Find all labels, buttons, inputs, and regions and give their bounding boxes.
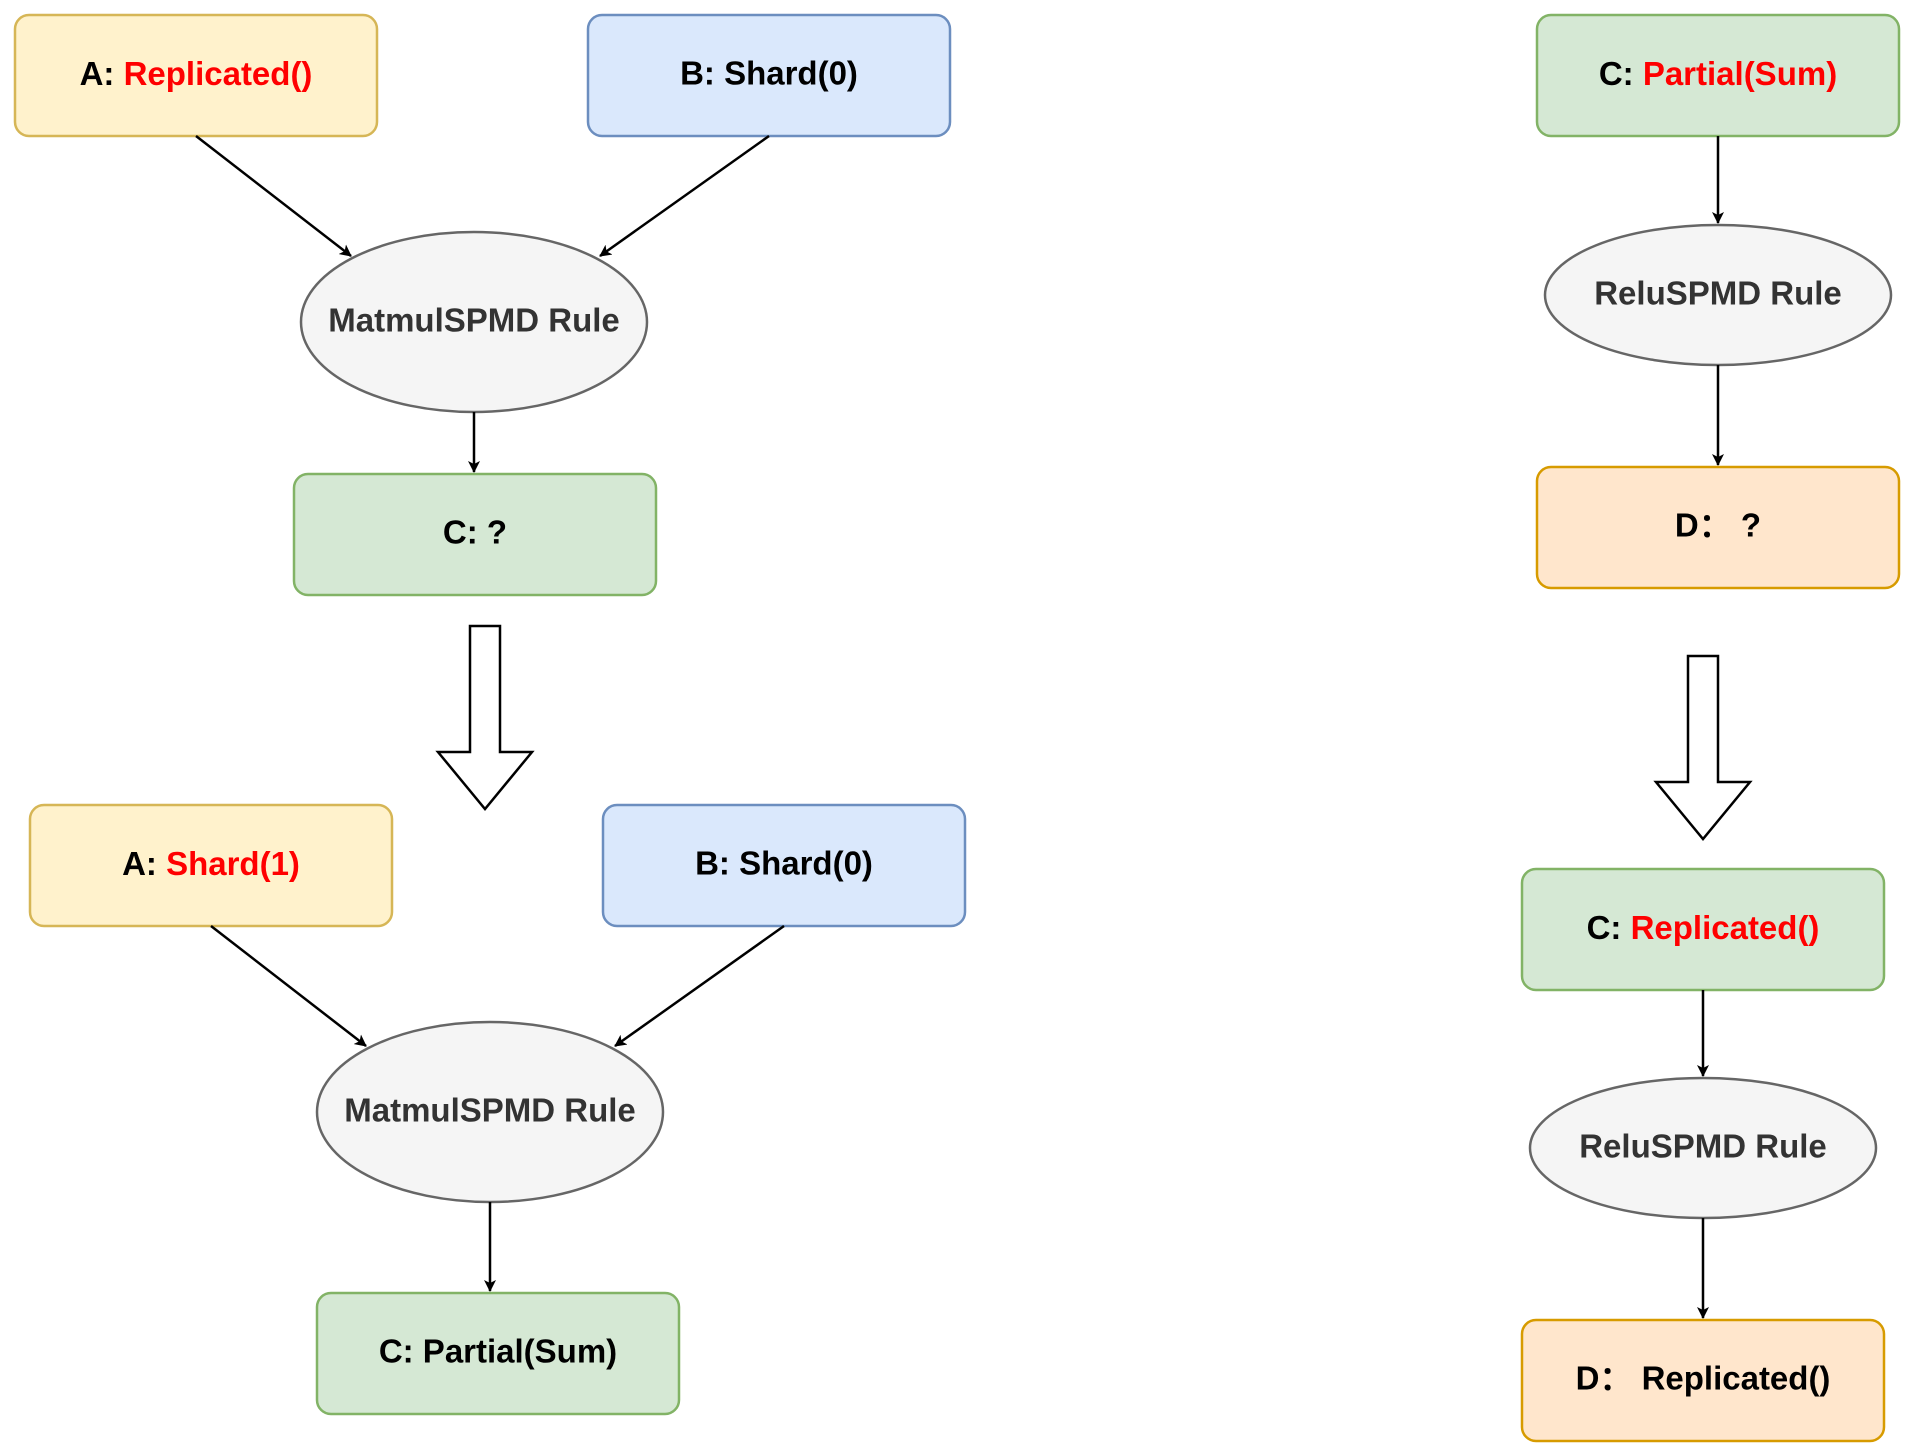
node-c-partial-sum-result-label: C: Partial(Sum) [379,1333,617,1370]
node-c-partial-sum-result [315,1291,681,1416]
node-c-unknown [292,472,658,597]
right-after-group: C: Replicated() ReluSPMD Rule D： Replica… [1520,867,1886,1443]
node-b-shard0-bottom-label: B: Shard(0) [695,845,873,882]
node-d-replicated-label: D： Replicated() [1576,1360,1831,1397]
edge-b-to-rule-bottom [614,924,785,1048]
node-c-replicated-label: C: Replicated() [1587,909,1820,946]
left-before-group: A: Replicated() B: Shard(0) MatmulSPMD R… [13,13,952,597]
relu-rule-top-label: ReluSPMD Rule [1594,275,1842,312]
edge-a-to-rule-top [195,135,352,257]
matmul-rule-top-label: MatmulSPMD Rule [328,302,620,339]
node-a-shard1-label: A: Shard(1) [122,845,300,882]
node-c-partial-sum-input-label: C: Partial(Sum) [1599,55,1837,92]
node-d-unknown-label: D： ? [1675,507,1761,544]
matmul-rule-bottom-label: MatmulSPMD Rule [344,1092,636,1129]
node-d-replicated [1520,1318,1886,1443]
right-before-group: C: Partial(Sum) ReluSPMD Rule D： ? [1535,13,1901,590]
transform-arrow-right [1653,654,1753,841]
node-d-unknown [1535,465,1901,590]
edge-a-to-rule-bottom [210,925,367,1047]
node-b-shard0-top-label: B: Shard(0) [680,55,858,92]
left-after-group: A: Shard(1) B: Shard(0) MatmulSPMD Rule … [28,803,967,1416]
edge-b-to-rule-top [599,134,770,258]
transform-arrow-left [435,624,535,811]
node-a-replicated-label: A: Replicated() [80,55,313,92]
relu-rule-bottom-label: ReluSPMD Rule [1579,1128,1827,1165]
node-c-unknown-label: C: ? [443,514,507,551]
